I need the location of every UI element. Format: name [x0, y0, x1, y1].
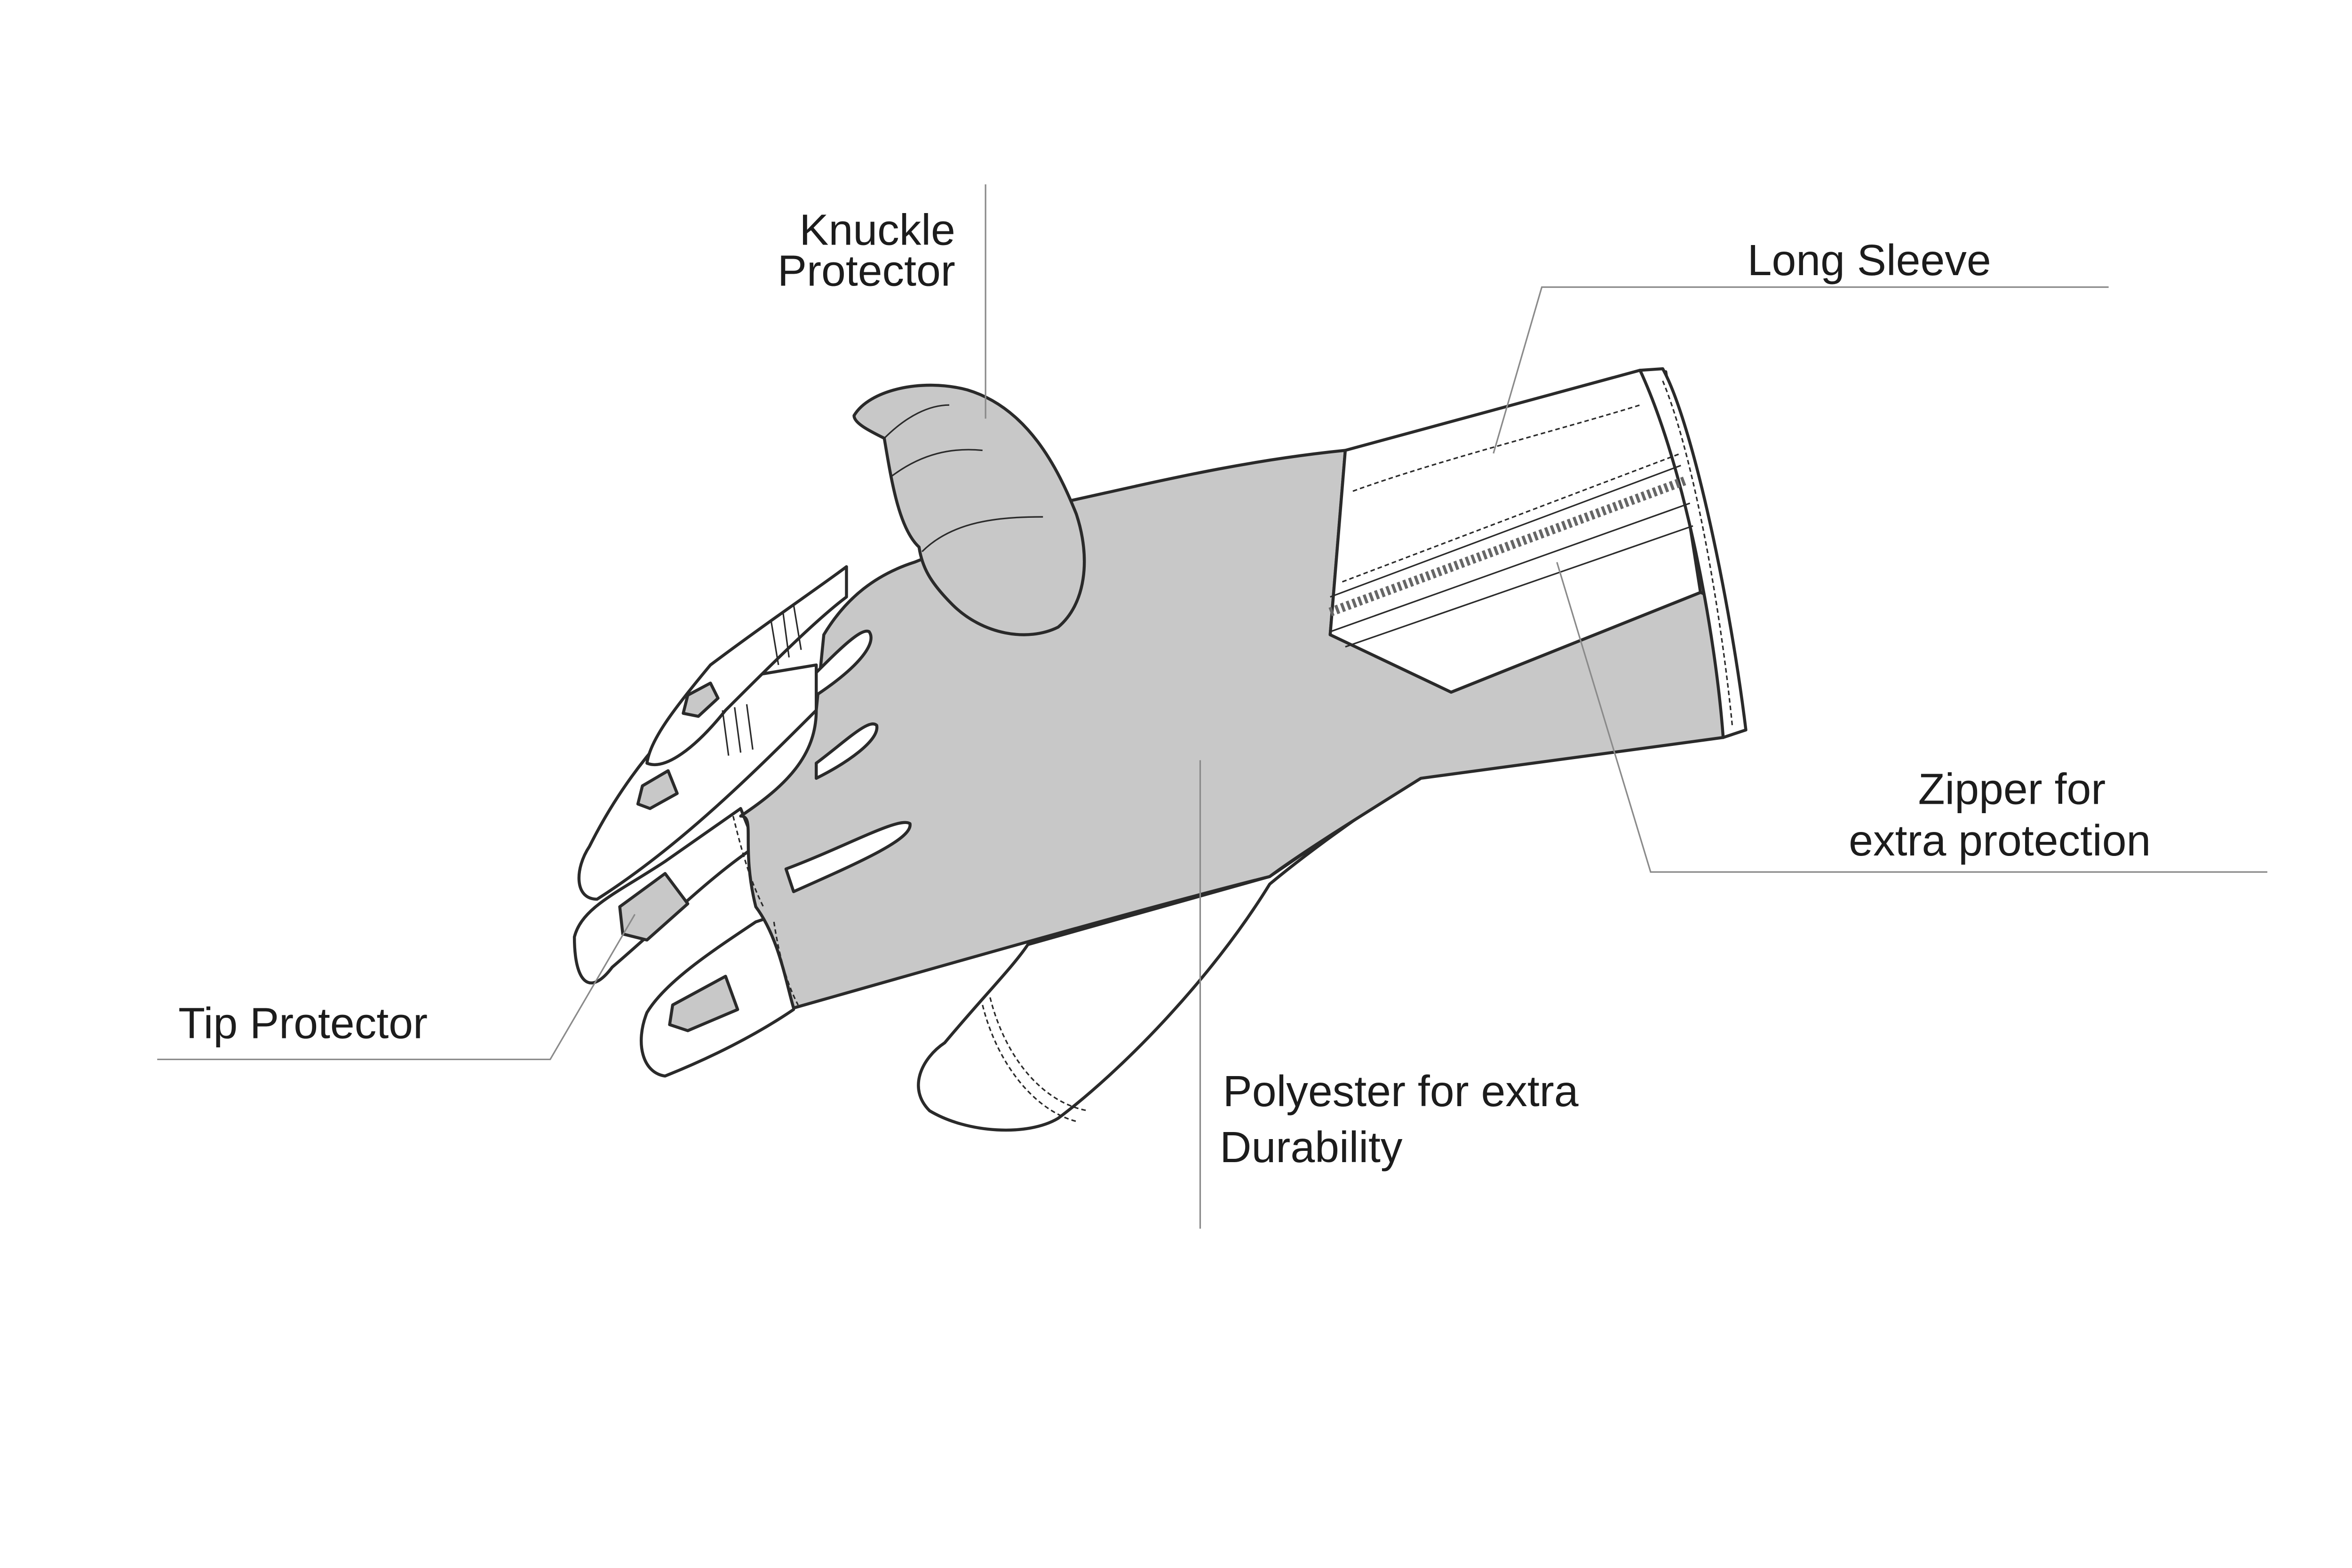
zipper-label-1: Zipper for	[1918, 765, 2106, 814]
thumb-stitch-2	[982, 1005, 1077, 1122]
polyester-label-1: Polyester for extra	[1223, 1067, 1579, 1116]
knuckle-label-2: Protector	[778, 246, 955, 295]
knuckle-segment-lines	[883, 404, 1043, 553]
thumb-stitch	[989, 997, 1089, 1112]
finger-slot-2	[815, 722, 879, 780]
finger-ribs	[722, 604, 802, 756]
sleeve-stitch	[1342, 404, 1681, 583]
finger-slot-1	[815, 629, 873, 697]
zipper-edges	[1330, 465, 1693, 648]
finger-stitch	[732, 816, 799, 1006]
thumb	[917, 776, 1415, 1132]
tip-pad-2	[636, 769, 679, 810]
cuff-stitch	[1662, 380, 1733, 726]
knuckle-protector	[852, 383, 1086, 636]
tip-pad-4	[668, 974, 739, 1032]
tip-pad-3	[618, 872, 690, 942]
finger-slot-3	[784, 821, 912, 894]
sleeve-label: Long Sleeve	[1748, 236, 1991, 285]
zipper-label-2: extra protection	[1849, 816, 2151, 865]
tip-leader	[157, 914, 636, 1061]
tip-pad-1	[682, 681, 720, 718]
tip-label: Tip Protector	[178, 999, 428, 1048]
glove-illustration	[572, 367, 1748, 1132]
glove-diagram: Knuckle Protector Long Sleeve Zipper for…	[157, 184, 2268, 1229]
knuckle-label-1: Knuckle	[799, 206, 955, 254]
sleeve-leader	[1493, 286, 2109, 454]
zipper-leader	[1556, 562, 2268, 873]
polyester-label-2: Durability	[1220, 1123, 1403, 1172]
zipper	[1328, 476, 1687, 617]
